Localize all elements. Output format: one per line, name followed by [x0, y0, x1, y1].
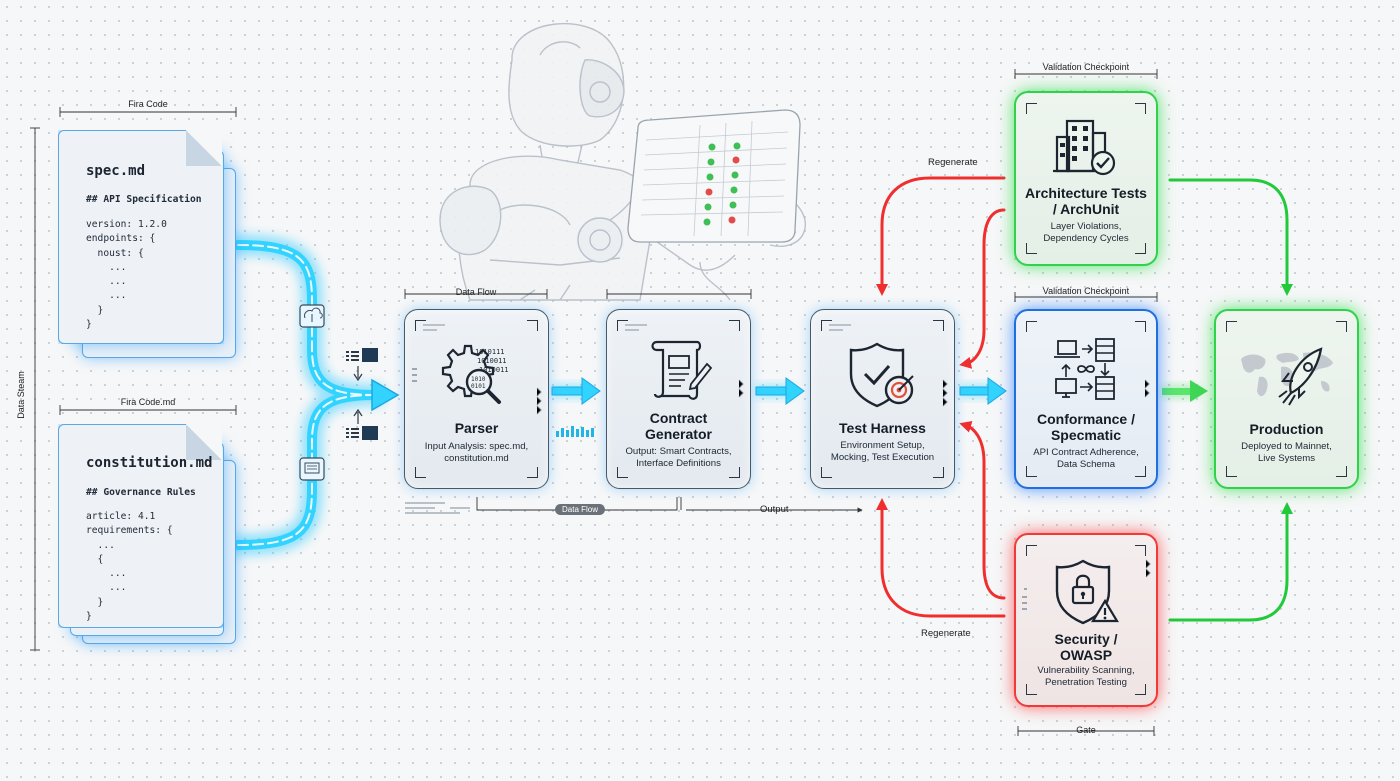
constitution-dimension-label: Fira Code.md	[120, 397, 176, 407]
security-title: Security / OWASP	[1054, 631, 1118, 663]
production-title: Production	[1249, 421, 1324, 437]
architecture-tests-description: Layer Violations, Dependency Cycles	[1043, 221, 1129, 244]
architecture-tests-node[interactable]: Architecture Tests / ArchUnit Layer Viol…	[1014, 91, 1158, 266]
security-node[interactable]: Security / OWASP Vulnerability Scanning,…	[1014, 533, 1158, 707]
input-stream-pipes	[227, 234, 400, 556]
regenerate-arrow	[876, 176, 1006, 618]
spec-dimension-label: Fira Code	[128, 99, 168, 109]
tablet-illustration	[627, 109, 801, 243]
parser-title: Parser	[454, 420, 499, 436]
data-flow-pill: Data Flow	[555, 504, 606, 515]
shield-lock-warning-icon	[1055, 559, 1119, 625]
output-label: Output	[760, 504, 789, 515]
regenerate-label-top: Regenerate	[928, 157, 978, 168]
conformance-checkpoint-label: Validation Checkpoint	[1042, 286, 1130, 296]
data-stream-label: Data Steam	[15, 371, 26, 419]
contract-generator-title: Contract Generator	[645, 410, 712, 442]
scroll-pen-icon	[650, 340, 712, 400]
security-description: Vulnerability Scanning, Penetration Test…	[1037, 665, 1135, 688]
cloud-upload-icon	[299, 304, 325, 328]
flow-arrow	[551, 377, 601, 405]
security-gate-label: Gate	[1076, 725, 1096, 735]
spec-heading: ## API Specification	[86, 194, 202, 205]
data-packet-icon	[346, 348, 378, 382]
shield-target-icon	[849, 342, 914, 408]
building-check-icon	[1053, 119, 1116, 176]
contract-generator-node[interactable]: Contract Generator Output: Smart Contrac…	[606, 309, 751, 489]
constitution-code: article: 4.1 requirements: { ... { ... .…	[86, 511, 173, 623]
parser-dimension-label: Data Flow	[455, 287, 497, 297]
rocket-world-icon	[1240, 347, 1333, 406]
test-harness-description: Environment Setup, Mocking, Test Executi…	[830, 440, 935, 463]
flow-arrow	[959, 377, 1007, 405]
svg-text:1010111: 1010111	[475, 348, 505, 356]
robot-illustration	[439, 23, 806, 301]
contract-generator-description: Output: Smart Contracts, Interface Defin…	[625, 446, 732, 469]
gear-search-icon: 1010111 1010011 1010011 1010 0101	[441, 344, 509, 404]
conformance-title: Conformance / Specmatic	[1036, 411, 1135, 443]
test-harness-node[interactable]: Test Harness Environment Setup, Mocking,…	[810, 309, 955, 489]
svg-text:1010: 1010	[471, 376, 486, 383]
svg-text:1010011: 1010011	[479, 366, 509, 374]
svg-text:1010011: 1010011	[477, 357, 507, 365]
pass-arrow	[1162, 380, 1208, 402]
document-stack-icon	[299, 457, 325, 481]
conformance-node[interactable]: Conformance / Specmatic API Contract Adh…	[1014, 309, 1158, 489]
network-servers-icon	[1054, 338, 1115, 400]
parser-description: Input Analysis: spec.md, constitution.md	[424, 441, 529, 464]
annotation-marks	[405, 502, 470, 514]
data-packet-icon	[346, 408, 378, 440]
spec-file-name: spec.md	[86, 163, 146, 179]
production-description: Deployed to Mainnet, Live Systems	[1241, 441, 1332, 464]
svg-text:0101: 0101	[471, 383, 486, 390]
regenerate-label-bottom: Regenerate	[921, 628, 971, 639]
architecture-checkpoint-label: Validation Checkpoint	[1042, 62, 1130, 72]
production-node[interactable]: Production Deployed to Mainnet, Live Sys…	[1214, 309, 1359, 489]
flow-arrow	[755, 377, 805, 405]
constitution-heading: ## Governance Rules	[86, 487, 196, 498]
conformance-description: API Contract Adherence, Data Schema	[1033, 447, 1139, 470]
signal-bars	[556, 426, 594, 437]
parser-node[interactable]: 1010111 1010011 1010011 1010 0101 Parser…	[404, 309, 549, 489]
constitution-file-name: constitution.md	[86, 455, 213, 471]
test-harness-title: Test Harness	[839, 420, 926, 436]
architecture-tests-title: Architecture Tests / ArchUnit	[1025, 185, 1147, 217]
pass-arrow	[1168, 178, 1293, 622]
spec-code: version: 1.2.0 endpoints: { noust: { ...…	[86, 219, 167, 331]
